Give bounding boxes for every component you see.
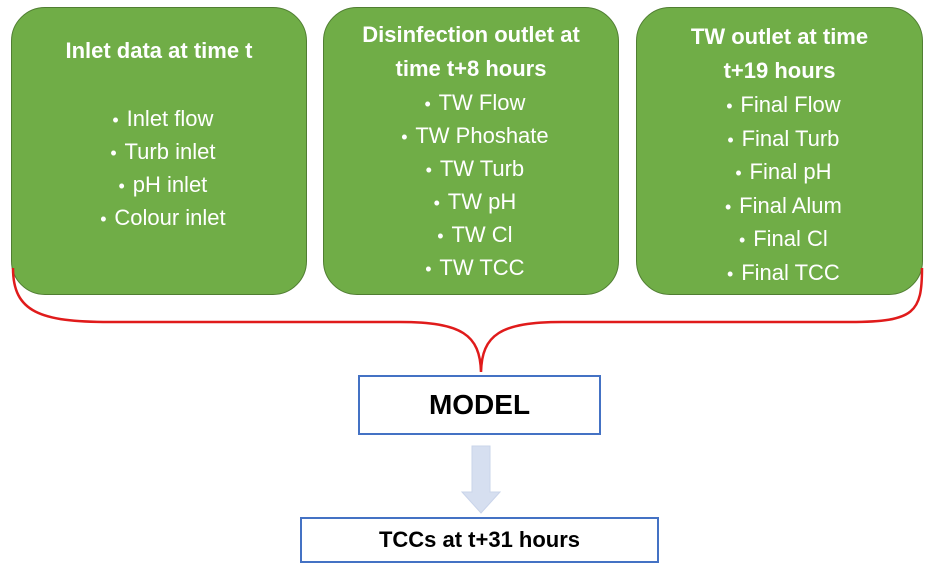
list-item: •TW Flow [324,86,618,119]
list-item: •TW Cl [324,218,618,251]
down-arrow-icon [460,445,502,514]
model-label: MODEL [428,389,531,420]
bullet-icon: • [425,160,432,180]
list-item: •Final Flow [637,88,922,122]
tw-panel-title: TW outlet at time t+19 hours [690,24,869,83]
list-item: •TW TCC [324,251,618,284]
bullet-icon: • [401,127,408,147]
list-item: •TW Turb [324,152,618,185]
list-item: •TW pH [324,185,618,218]
list-item: •Colour inlet [12,201,306,234]
bullet-icon: • [433,193,440,213]
disinfection-outlet-panel: Disinfection outlet at time t+8 hours •T… [323,7,619,295]
bullet-icon: • [724,196,732,217]
bullet-icon: • [100,209,107,229]
list-item: •Final Cl [637,222,922,256]
disinfection-panel-title: Disinfection outlet at time t+8 hours [362,22,580,81]
bullet-icon: • [112,110,119,130]
tw-item-list: •Final Flow •Final Turb •Final pH •Final… [637,88,922,289]
list-item: •pH inlet [12,168,306,201]
bullet-icon: • [424,94,431,114]
list-item: •Turb inlet [12,135,306,168]
bullet-icon: • [118,176,125,196]
model-box: MODEL [358,375,601,435]
bullet-icon: • [735,163,742,183]
inlet-data-panel: Inlet data at time t •Inlet flow •Turb i… [11,7,307,295]
bullet-icon: • [425,259,432,279]
bullet-icon: • [437,226,444,246]
inlet-panel-title: Inlet data at time t [65,38,253,63]
list-item: •Final pH [637,155,922,189]
bullet-icon: • [727,129,734,150]
output-box: TCCs at t+31 hours [300,517,659,563]
bullet-icon: • [110,143,117,163]
list-item: •Final Turb [637,122,922,156]
grouping-brace [11,267,924,373]
output-label: TCCs at t+31 hours [378,527,581,552]
bullet-icon: • [727,263,734,284]
list-item: •Inlet flow [12,102,306,135]
bullet-icon: • [739,230,746,250]
list-item: •Final Alum [637,189,922,223]
list-item: •Final TCC [637,256,922,290]
bullet-icon: • [726,96,733,116]
inlet-item-list: •Inlet flow •Turb inlet •pH inlet •Colou… [12,102,306,234]
list-item: •TW Phoshate [324,119,618,152]
disinfection-item-list: •TW Flow •TW Phoshate •TW Turb •TW pH •T… [324,86,618,284]
tw-outlet-panel: TW outlet at time t+19 hours •Final Flow… [636,7,923,295]
